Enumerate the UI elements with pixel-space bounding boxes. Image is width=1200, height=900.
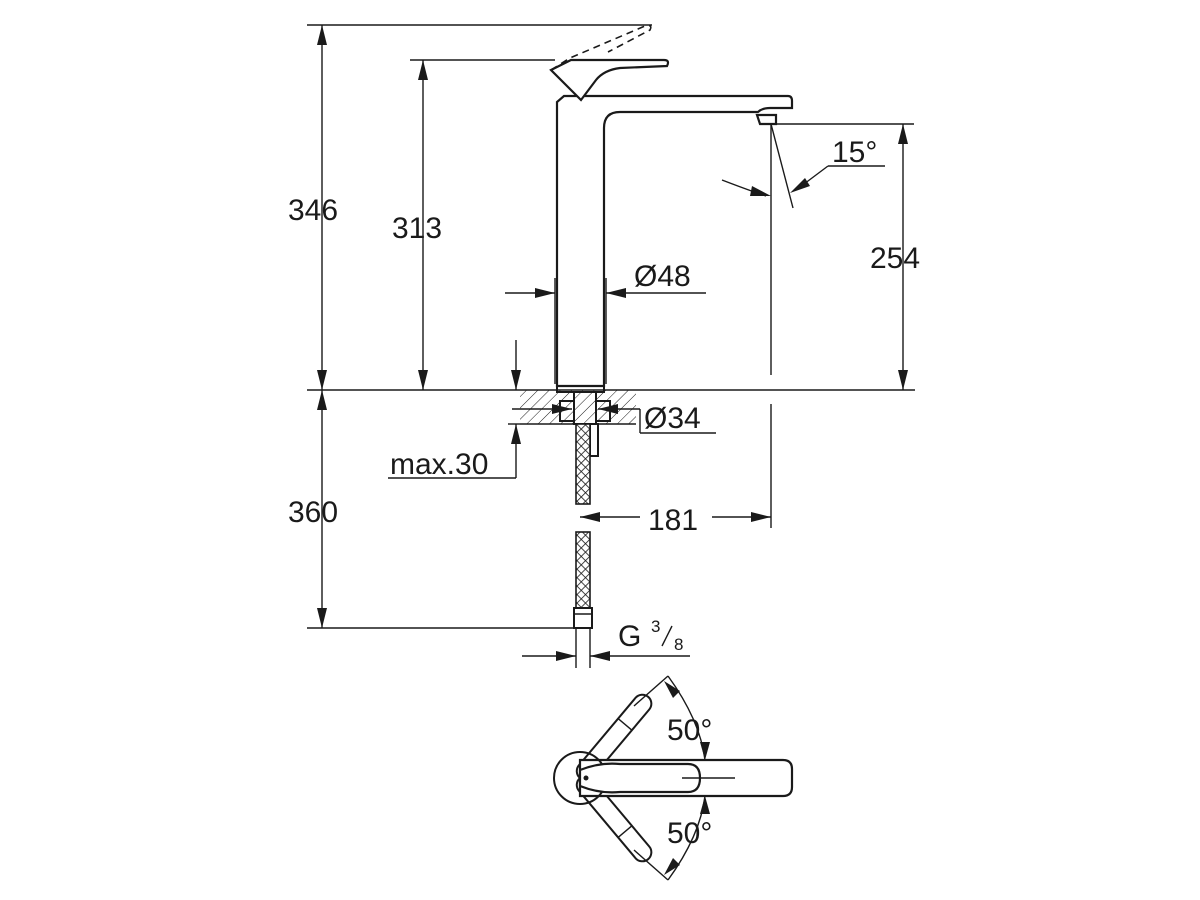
threaded-rod (589, 423, 599, 457)
label-346: 346 (288, 194, 338, 227)
faucet-body (555, 94, 794, 388)
angle-bottom-ext (633, 849, 669, 881)
lever-open-position (550, 24, 652, 71)
lever-handle (549, 58, 670, 102)
label-g: G (618, 620, 641, 653)
label-d34: Ø34 (644, 402, 701, 435)
label-g-num: 3 (651, 617, 660, 636)
label-50-bottom: 50° (667, 817, 712, 850)
logo-dot (583, 775, 589, 781)
hose-connector (573, 607, 593, 629)
dimension-labels: 346 313 254 15° Ø48 Ø34 max.30 360 181 G… (288, 136, 920, 654)
label-313: 313 (392, 212, 442, 245)
label-15-deg: 15° (832, 136, 877, 169)
label-254: 254 (870, 242, 920, 275)
label-181: 181 (648, 504, 698, 537)
fraction-slash (661, 625, 673, 647)
top-view-labels: 50° 50° (667, 714, 712, 850)
faucet-top-view (553, 675, 794, 881)
label-50-top: 50° (667, 714, 712, 747)
dimension-lines (307, 24, 914, 661)
deck-section (520, 390, 636, 424)
aerator (755, 113, 778, 126)
angle-top-ext (633, 675, 669, 707)
label-max30: max.30 (390, 448, 488, 481)
supply-hose-lower (575, 531, 591, 609)
faucet-side-view (307, 24, 915, 668)
label-g-den: 8 (674, 635, 683, 654)
supply-hose-upper (575, 423, 591, 505)
stream-angle-line (770, 123, 794, 209)
label-d48: Ø48 (634, 260, 691, 293)
label-360: 360 (288, 496, 338, 529)
